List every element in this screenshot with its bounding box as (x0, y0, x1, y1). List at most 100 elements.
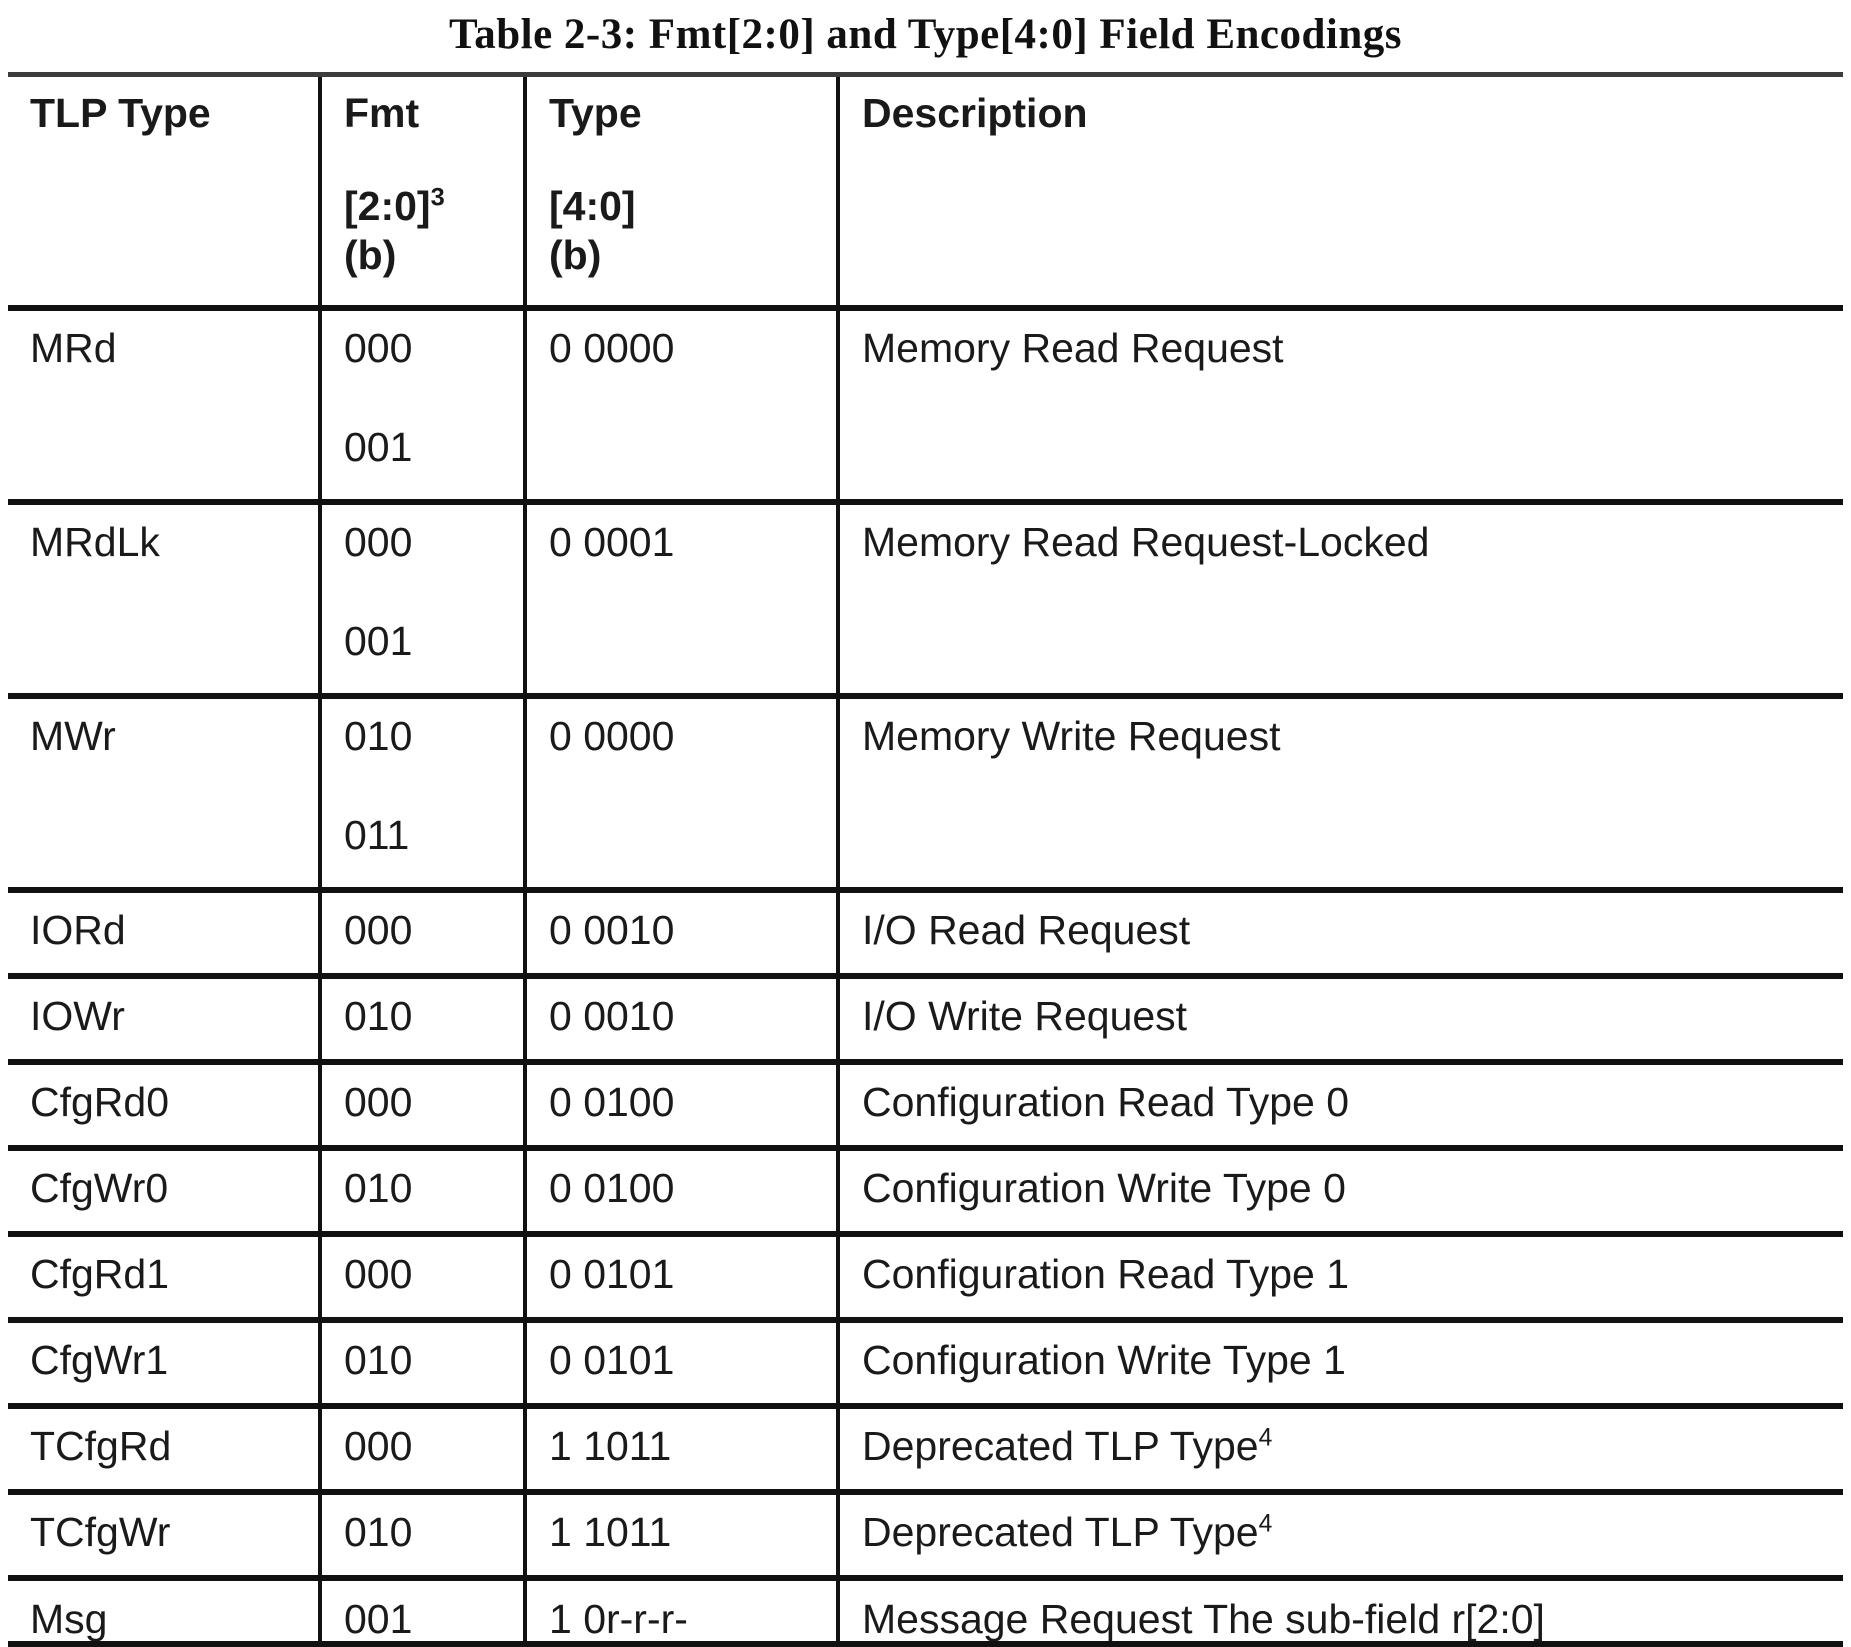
cell-fmt: 010 011 (318, 692, 525, 890)
cell-description: Configuration Write Type 0 (836, 1144, 1843, 1234)
cell-fmt-value-secondary: 001 (344, 423, 413, 470)
cell-fmt: 000 (318, 1230, 525, 1320)
cell-type: 0 0100 (523, 1058, 838, 1148)
cell-fmt-value-primary: 010 (344, 712, 413, 759)
cell-fmt-value-primary: 000 (344, 1422, 413, 1469)
cell-description-text: Deprecated TLP Type (862, 1422, 1259, 1469)
cell-description: Deprecated TLP Type4 (836, 1402, 1843, 1492)
cell-fmt: 010 (318, 1488, 525, 1578)
cell-description-text: Deprecated TLP Type (862, 1508, 1259, 1555)
column-header-type-radix: (b) (549, 231, 602, 278)
cell-type: 0 0010 (523, 972, 838, 1062)
cell-fmt: 000 (318, 886, 525, 976)
cell-type: 0 0101 (523, 1316, 838, 1406)
cell-description: Memory Read Request-Locked (836, 498, 1843, 696)
cell-description: Message Request The sub-field r[2:0] (836, 1574, 1843, 1647)
cell-tlp-type: CfgRd0 (8, 1058, 320, 1148)
cell-fmt-value-primary: 000 (344, 1078, 413, 1125)
column-header-description: Description (836, 71, 1843, 308)
column-header-fmt-label: Fmt (344, 89, 420, 136)
cell-fmt-value-primary: 000 (344, 518, 413, 565)
cell-tlp-type: MRd (8, 304, 320, 502)
cell-fmt-value-primary: 000 (344, 906, 413, 953)
cell-tlp-type: MWr (8, 692, 320, 890)
encodings-table-wrapper: TLP Type Fmt [2:0]3 (b) Type [4:0] (b) D… (8, 71, 1843, 1647)
cell-type: 0 0100 (523, 1144, 838, 1234)
cell-fmt-value-primary: 010 (344, 1164, 413, 1211)
cell-description-text: Configuration Write Type 0 (862, 1164, 1346, 1211)
cell-fmt: 001 (318, 1574, 525, 1647)
cell-description: I/O Read Request (836, 886, 1843, 976)
cell-tlp-type: IORd (8, 886, 320, 976)
cell-type: 0 0101 (523, 1230, 838, 1320)
cell-fmt-value-primary: 010 (344, 1508, 413, 1555)
table-header-row: TLP Type Fmt [2:0]3 (b) Type [4:0] (b) D… (8, 71, 1843, 308)
column-header-fmt-radix: (b) (344, 231, 397, 278)
column-header-fmt-bits: [2:0]3 (344, 182, 523, 229)
cell-type: 1 1011 (523, 1402, 838, 1492)
footnote-marker-4: 4 (1258, 1424, 1273, 1452)
column-header-type-bits: [4:0] (549, 182, 636, 229)
cell-tlp-type: CfgRd1 (8, 1230, 320, 1320)
column-header-type-label: Type (549, 89, 642, 136)
table-header: TLP Type Fmt [2:0]3 (b) Type [4:0] (b) D… (8, 71, 1843, 308)
column-header-type: Type [4:0] (b) (523, 71, 838, 308)
cell-fmt: 000 (318, 1402, 525, 1492)
cell-type: 0 0000 (523, 304, 838, 502)
cell-description: Memory Write Request (836, 692, 1843, 890)
cell-fmt: 000 (318, 1058, 525, 1148)
cell-description-text: Configuration Read Type 1 (862, 1250, 1350, 1297)
cell-description-text: Memory Read Request (862, 324, 1284, 371)
cell-fmt-value-primary: 001 (344, 1595, 413, 1642)
cell-tlp-type: CfgWr1 (8, 1316, 320, 1406)
cell-fmt-value-secondary: 001 (344, 617, 413, 664)
cell-type: 0 0001 (523, 498, 838, 696)
cell-type: 1 0r-r-r- (523, 1574, 838, 1647)
cell-description: Configuration Read Type 1 (836, 1230, 1843, 1320)
cell-fmt-value-primary: 000 (344, 324, 413, 371)
cell-description-text: Memory Write Request (862, 712, 1281, 759)
cell-description-text: I/O Read Request (862, 906, 1191, 953)
column-header-fmt-bits-label: [2:0] (344, 182, 431, 229)
cell-description: I/O Write Request (836, 972, 1843, 1062)
cell-description: Deprecated TLP Type4 (836, 1488, 1843, 1578)
cell-fmt: 010 (318, 972, 525, 1062)
table-row: Msg 001 1 0r-r-r-Message Request The sub-f… (8, 1574, 1843, 1647)
column-header-tlp-type: TLP Type (8, 71, 320, 308)
column-header-description-label: Description (862, 89, 1088, 136)
table-row: IOWr 010 0 0010 I/O Write Request (8, 972, 1843, 1062)
cell-fmt-value-secondary: 011 (344, 811, 410, 858)
cell-description-text: Configuration Read Type 0 (862, 1078, 1350, 1125)
cell-tlp-type: MRdLk (8, 498, 320, 696)
document-page: Table 2-3: Fmt[2:0] and Type[4:0] Field … (8, 11, 1843, 1647)
table-row: IORd 000 0 0010 I/O Read Request (8, 886, 1843, 976)
cell-fmt-value-primary: 000 (344, 1250, 413, 1297)
table-row: CfgRd1 000 0 0101 Configuration Read Type 1 (8, 1230, 1843, 1320)
cell-description-text: I/O Write Request (862, 992, 1188, 1039)
column-header-tlp-type-label: TLP Type (30, 89, 211, 136)
cell-fmt-value-primary: 010 (344, 992, 413, 1039)
table-row: CfgWr0 010 0 0100 Configuration Write Type … (8, 1144, 1843, 1234)
cell-type: 0 0000 (523, 692, 838, 890)
fmt-type-encodings-table: TLP Type Fmt [2:0]3 (b) Type [4:0] (b) D… (8, 71, 1843, 1647)
cell-tlp-type: Msg (8, 1574, 320, 1647)
cell-tlp-type: TCfgWr (8, 1488, 320, 1578)
cell-tlp-type: IOWr (8, 972, 320, 1062)
footnote-marker-4: 4 (1258, 1510, 1273, 1538)
cell-tlp-type: TCfgRd (8, 1402, 320, 1492)
cell-description: Memory Read Request (836, 304, 1843, 502)
footnote-marker-3: 3 (430, 183, 445, 212)
cell-fmt: 000 001 (318, 498, 525, 696)
cell-tlp-type: CfgWr0 (8, 1144, 320, 1234)
cell-fmt: 000 001 (318, 304, 525, 502)
cell-type: 0 0010 (523, 886, 838, 976)
cell-fmt: 010 (318, 1144, 525, 1234)
table-row: MRd 000 001 0 0000 Memory Read Request (8, 304, 1843, 502)
table-caption: Table 2-3: Fmt[2:0] and Type[4:0] Field … (448, 11, 1403, 58)
table-row: MWr 010 011 0 0000 Memory Write Request (8, 692, 1843, 890)
